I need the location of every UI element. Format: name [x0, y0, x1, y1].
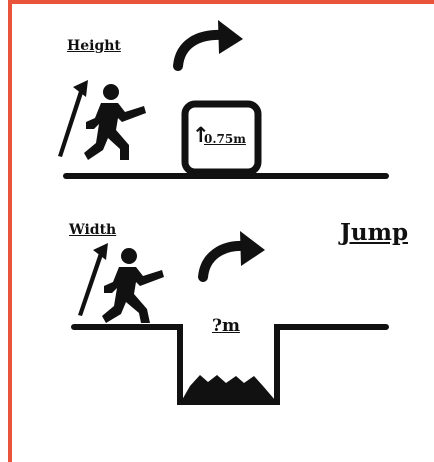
motion-arrow-icon	[78, 243, 108, 316]
up-arrow-icon: ↑	[192, 123, 210, 147]
obstacle-height-label: 0.75m	[204, 132, 246, 146]
obstacle-box	[181, 100, 262, 176]
jump-arrow-icon	[173, 20, 243, 71]
ground-with-pit	[71, 324, 389, 405]
gap-width-label: ?m	[212, 316, 240, 336]
spikes-icon	[182, 375, 275, 400]
border-frame	[8, 0, 434, 462]
width-scene	[71, 231, 389, 405]
height-title: Height	[67, 38, 121, 54]
width-title: Width	[69, 222, 117, 238]
running-person-icon	[102, 248, 164, 323]
jump-arrow-icon	[198, 231, 265, 282]
motion-arrow-icon	[58, 80, 88, 157]
jump-title: Jump	[340, 219, 409, 246]
running-person-icon	[84, 84, 146, 160]
height-scene	[58, 20, 389, 179]
